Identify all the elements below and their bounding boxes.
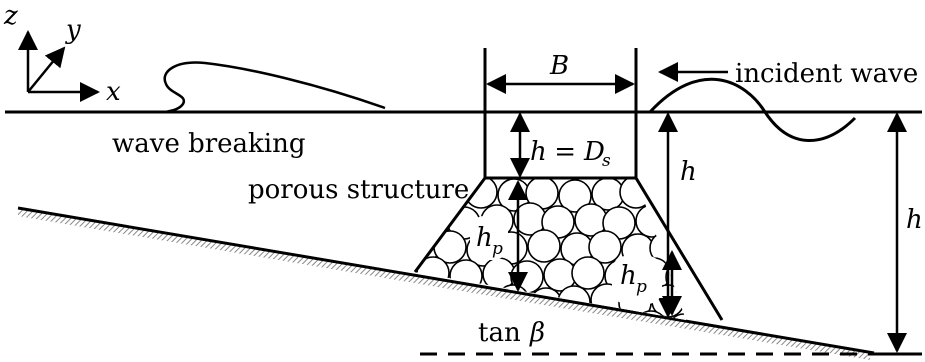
submergence-h: h [530,137,547,167]
armour-stone [415,285,436,319]
hp-right-h: h [620,261,637,291]
armour-stone [668,202,686,236]
armour-stone [464,178,498,209]
y-axis-arrow [27,46,66,93]
armour-stone [697,206,729,238]
submergence-label: h = D s [530,137,611,171]
hp-right-label-bg [612,256,662,304]
wave-breaking-label: wave breaking [112,129,306,159]
sloping-seabed [17,206,875,355]
seabed-hatching [18,208,870,360]
slope-fn-text: tan [478,318,521,348]
incident-wave-label: incident wave [735,59,918,89]
porous-structure-label: porous structure [248,175,469,205]
axis-y-label: y [65,15,81,45]
slope-beta-text: β [529,318,545,348]
hp-left-p: p [492,239,503,259]
armour-stone [558,179,592,213]
submergence-D: D [583,137,605,167]
incident-wave-curve [648,77,857,142]
axis-x-label: x [106,77,121,107]
hp-left-h: h [476,223,493,253]
structure-outline [413,176,724,321]
slope-label: tan β [478,318,545,348]
hp-left-label-bg [470,216,508,260]
armour-stone [540,311,574,320]
armour-stone [699,259,731,291]
armour-stone [418,314,452,320]
width-B-label: B [549,51,569,81]
armour-stone [682,229,686,263]
armour-stone [571,256,605,290]
hp-right-p: p [636,277,647,297]
armour-stone [527,229,561,263]
axis-z-label: z [3,1,18,31]
depth-right-label: h [906,205,923,235]
coordinate-axes: z y x [3,1,121,107]
submergence-s: s [602,151,611,171]
breaking-wave-shape [161,61,386,114]
submergence-eq: = [546,137,584,167]
armour-stone [573,314,607,320]
armour-stone [588,230,622,264]
depth-mid-label: h [680,157,697,187]
